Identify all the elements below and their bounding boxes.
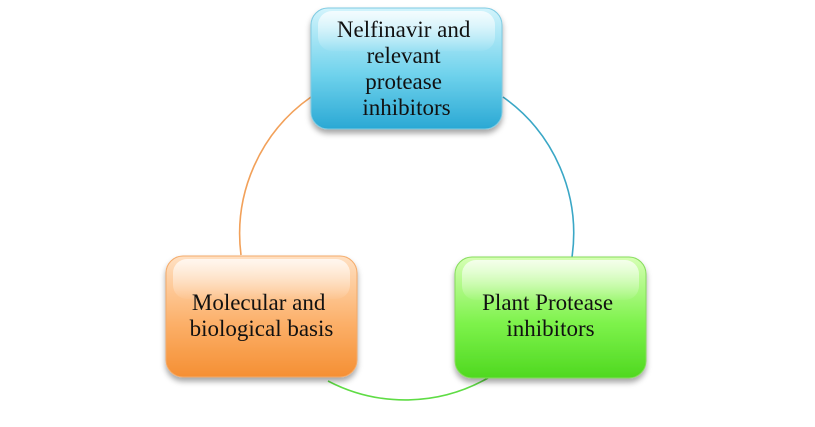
- connector-top-to-right: [502, 96, 575, 258]
- connector-right-to-left: [327, 377, 489, 401]
- node-nelfinavir-line-4: inhibitors: [362, 95, 450, 120]
- node-molecular-basis-line-2: biological basis: [190, 316, 334, 341]
- svg-text:Plant Protease inhibitor: Plant Protease inhibitors: [482, 290, 619, 341]
- node-nelfinavir-line-3: protease: [365, 69, 442, 94]
- node-plant-protease: Plant Protease inhibitors: [454, 256, 647, 379]
- node-nelfinavir-line-2: relevant: [367, 43, 442, 68]
- node-molecular-basis-gloss: [173, 259, 350, 299]
- node-plant-protease-line-1: Plant Protease: [482, 290, 613, 315]
- node-nelfinavir-line-1: Nelfinavir and: [337, 17, 471, 42]
- svg-text:Nelfinavir and relevant: Nelfinavir and relevant protease inhibit…: [337, 17, 476, 120]
- node-nelfinavir: Nelfinavir and relevant protease inhibit…: [310, 7, 503, 130]
- node-plant-protease-line-2: inhibitors: [506, 316, 594, 341]
- node-molecular-basis-line-1: Molecular and: [192, 290, 326, 315]
- node-nelfinavir-gloss: [318, 11, 495, 51]
- svg-text:Molecular and biological: Molecular and biological basis: [190, 290, 334, 341]
- connector-left-to-top: [238, 96, 312, 256]
- node-molecular-basis: Molecular and biological basis: [165, 255, 358, 378]
- node-plant-protease-gloss: [462, 260, 639, 300]
